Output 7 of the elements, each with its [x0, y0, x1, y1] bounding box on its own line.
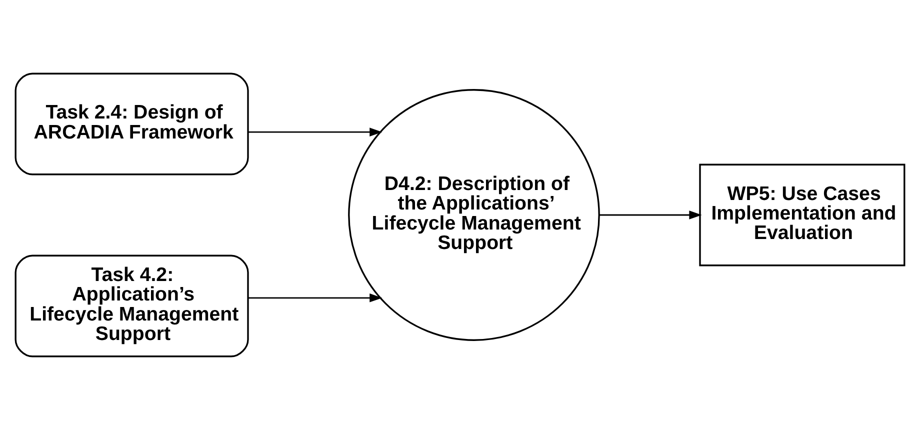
arrow — [248, 127, 382, 136]
arrow — [598, 210, 702, 219]
arrow — [248, 292, 382, 302]
node-box: Task 2.4: Design of ARCADIA Framework — [14, 72, 248, 175]
node-box: WP5: Use Cases Implementation and Evaluation — [698, 163, 905, 266]
node-circle: D4.2: Description of the Applications’ Lifecycle Management Support — [348, 88, 600, 340]
node-box: Task 4.2: Application’s Lifecycle Management Support — [14, 254, 248, 357]
